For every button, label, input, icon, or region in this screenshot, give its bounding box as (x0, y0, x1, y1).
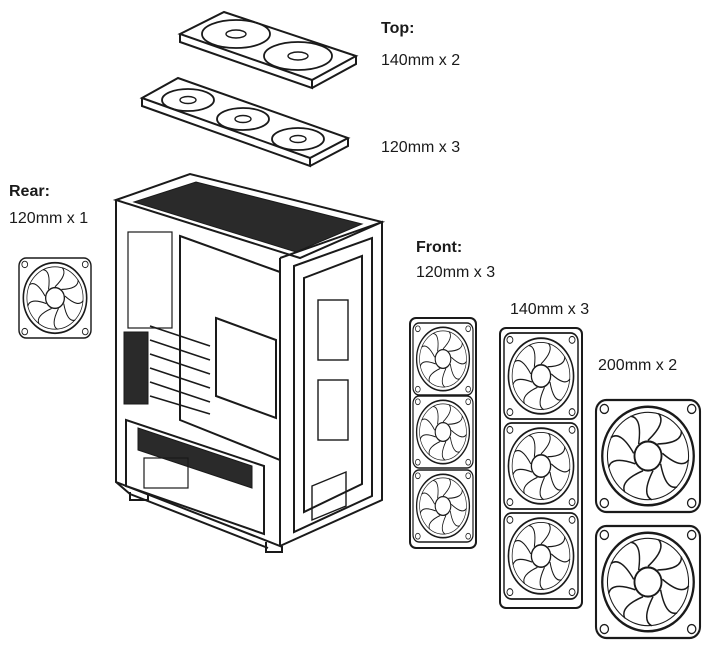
front-120-label: 120mm x 3 (416, 264, 496, 281)
front-200-label: 200mm x 2 (598, 357, 678, 374)
front-heading: Front: (416, 239, 463, 256)
top-140-fan-pair (177, 10, 359, 90)
top-140-label: 140mm x 2 (381, 52, 461, 69)
front-140-label: 140mm x 3 (510, 301, 590, 318)
front-140-fan-stack (499, 327, 583, 609)
top-120-fan-trio (139, 76, 351, 168)
top-heading: Top: (381, 20, 415, 37)
rear-heading: Rear: (9, 183, 50, 200)
front-200-fan-pair (594, 398, 702, 640)
rear-120-fan (18, 257, 92, 339)
front-120-fan-stack (409, 317, 477, 549)
rear-120-label: 120mm x 1 (9, 210, 89, 227)
top-120-label: 120mm x 3 (381, 139, 461, 156)
pc-case (112, 172, 386, 553)
